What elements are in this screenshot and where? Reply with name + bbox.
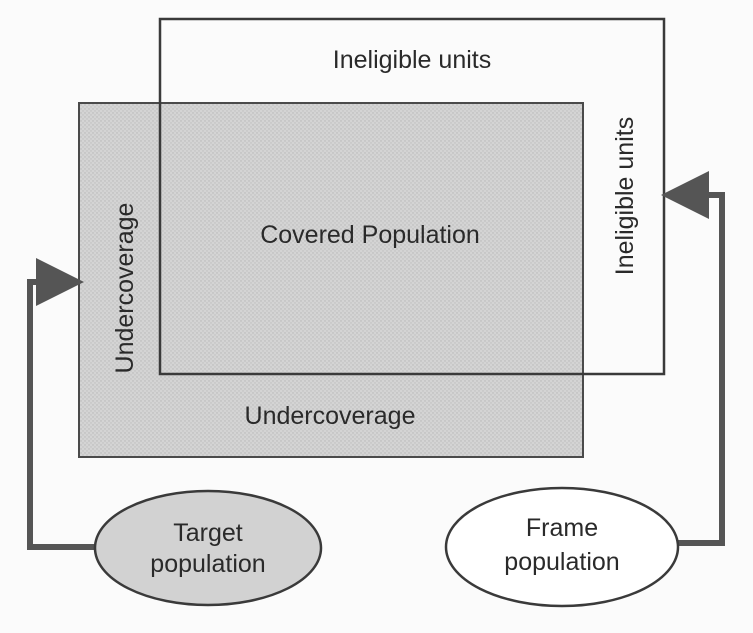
target-population-label-line2: population: [150, 550, 265, 578]
ineligible-units-right-label: Ineligible units: [611, 117, 639, 275]
covered-population-label: Covered Population: [260, 221, 480, 249]
frame-population-arrow: [661, 171, 725, 546]
target-population-area: [78, 102, 584, 458]
undercoverage-bottom-label: Undercoverage: [245, 402, 416, 430]
target-population-arrow: [27, 258, 96, 550]
frame-population-ellipse: [444, 486, 680, 608]
undercoverage-left-label: Undercoverage: [111, 203, 139, 374]
target-population-ellipse: [93, 489, 323, 607]
ineligible-units-top-label: Ineligible units: [333, 46, 491, 74]
frame-population-label-line1: Frame: [526, 514, 598, 542]
frame-population-label-line2: population: [504, 548, 619, 576]
target-population-label-line1: Target: [173, 519, 243, 547]
